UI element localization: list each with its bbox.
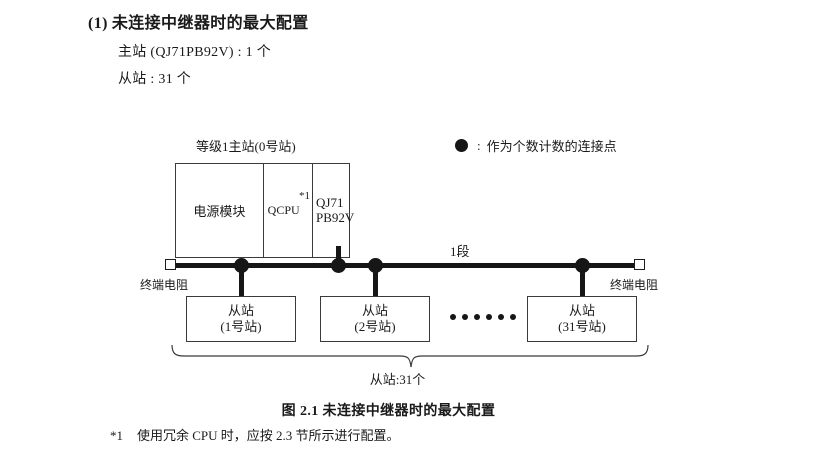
power-module-label: 电源模块 (193, 204, 246, 219)
terminating-resistor-left-label: 终端电阻 (140, 278, 189, 292)
slave-count-brace (170, 344, 650, 369)
footnote-text: 使用冗余 CPU 时，应按 2.3 节所示进行配置。 (137, 428, 400, 443)
slave-2-drop-stub (372, 263, 378, 297)
section-title: 未连接中继器时的最大配置 (111, 15, 309, 32)
ellipsis-dot (498, 314, 504, 320)
slave-station-box-31: 从站 (31号站) (527, 296, 637, 342)
slave-31-station: (31号站) (558, 319, 606, 334)
footnote-mark: *1 (110, 428, 123, 443)
slave-1-drop-stub (238, 263, 244, 297)
segment-label: 1段 (450, 244, 470, 259)
connection-node-slave-1 (233, 258, 249, 273)
figure-caption-wrap: 图 2.1 未连接中继器时的最大配置 (0, 400, 821, 420)
rack-cell-power-module: 电源模块 (176, 164, 263, 257)
slave-2-name: 从站 (361, 302, 388, 318)
master-station-label: 等级1主站(0号站) (196, 139, 296, 154)
rack-cell-cpu: QCPU *1 (262, 164, 312, 257)
slave-31-drop-stub (579, 263, 585, 297)
footnote: *1 使用冗余 CPU 时，应按 2.3 节所示进行配置。 (110, 425, 400, 444)
ellipsis-dots (450, 314, 516, 320)
cpu-label: QCPU (267, 203, 300, 217)
filled-circle-icon (455, 139, 468, 152)
network-module-label-line2: PB92V (316, 209, 355, 225)
ellipsis-dot (474, 314, 480, 320)
rack-cell-network-module: QJ71 PB92V (312, 164, 354, 257)
ellipsis-dot (510, 314, 516, 320)
figure-caption: 图 2.1 未连接中继器时的最大配置 (281, 404, 496, 419)
master-drop-stub (335, 246, 341, 266)
slave-1-name: 从站 (227, 302, 254, 318)
brace-icon (171, 344, 649, 368)
slave-1-station: (1号站) (220, 319, 262, 334)
section-heading: (1)未连接中继器时的最大配置 (88, 9, 309, 33)
bus-trunk-line (175, 263, 639, 268)
spec-line-slave: 从站 : 31 个 (118, 72, 192, 87)
spec-line-master: 主站 (QJ71PB92V) : 1 个 (118, 45, 272, 60)
legend-label: 作为个数计数的连接点 (486, 139, 617, 154)
terminating-resistor-right-label: 终端电阻 (610, 278, 659, 292)
connection-node-slave-31 (574, 258, 590, 273)
cpu-footnote-mark: *1 (299, 190, 310, 202)
connection-node-master (330, 258, 346, 273)
connection-node-slave-2 (367, 258, 383, 273)
slave-station-box-1: 从站 (1号站) (186, 296, 296, 342)
slave-count-label: 从站:31个 (369, 372, 426, 387)
slave-count-label-wrap: 从站:31个 (0, 369, 821, 388)
ellipsis-dot (450, 314, 456, 320)
network-module-label-line1: QJ71 (316, 194, 344, 210)
terminating-resistor-right-icon (634, 259, 645, 270)
ellipsis-dot (462, 314, 468, 320)
slave-31-name: 从站 (568, 302, 595, 318)
terminating-resistor-left-icon (165, 259, 176, 270)
legend: : 作为个数计数的连接点 (455, 136, 617, 155)
ellipsis-dot (486, 314, 492, 320)
legend-colon: : (477, 137, 481, 153)
slave-2-station: (2号站) (354, 319, 396, 334)
section-number: (1) (88, 15, 108, 32)
master-rack: 电源模块 QCPU *1 QJ71 PB92V (175, 163, 354, 258)
slave-station-box-2: 从站 (2号站) (320, 296, 430, 342)
